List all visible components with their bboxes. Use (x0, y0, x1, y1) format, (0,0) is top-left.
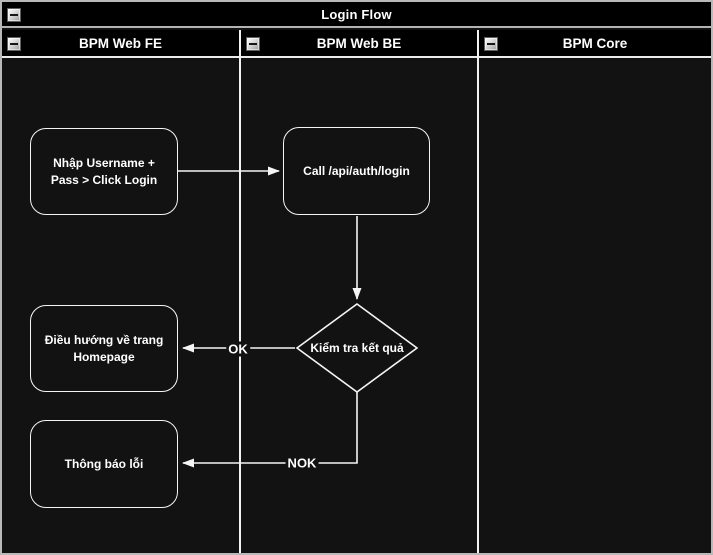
node-label: Nhập Username + Pass > Click Login (50, 156, 158, 187)
node-input-credentials[interactable]: Nhập Username + Pass > Click Login (30, 128, 178, 215)
node-redirect-homepage[interactable]: Điều hướng về trang Homepage (30, 305, 178, 392)
node-call-api-login[interactable]: Call /api/auth/login (283, 127, 430, 215)
minus-icon (10, 43, 18, 45)
edge-label-nok[interactable]: NOK (285, 455, 319, 471)
collapse-lane-be-button[interactable] (246, 37, 260, 51)
check-node-shape[interactable] (295, 303, 419, 393)
lane-divider (239, 30, 241, 553)
lane-label: BPM Web FE (78, 35, 162, 51)
node-label: Call /api/auth/login (303, 163, 410, 178)
pool-title: Login Flow (321, 6, 392, 22)
node-label: Thông báo lỗi (64, 456, 144, 471)
lane-header-bpm-core[interactable]: BPM Core (479, 30, 711, 58)
lane-header-bpm-web-be[interactable]: BPM Web BE (241, 30, 477, 58)
lane-label: BPM Core (562, 35, 628, 51)
node-label: Kiểm tra kết quả (310, 341, 404, 355)
minus-icon (249, 43, 257, 45)
lane-divider (477, 30, 479, 553)
node-check-result[interactable]: Kiểm tra kết quả (297, 304, 417, 392)
lane-label: BPM Web BE (316, 35, 402, 51)
collapse-lane-fe-button[interactable] (7, 37, 21, 51)
edge-label-ok[interactable]: OK (226, 341, 250, 357)
node-label: Điều hướng về trang Homepage (44, 333, 164, 364)
collapse-lane-core-button[interactable] (484, 37, 498, 51)
minus-icon (10, 14, 18, 16)
minus-icon (487, 43, 495, 45)
pool-titlebar[interactable]: Login Flow (2, 2, 711, 28)
edge-check-to-error[interactable] (182, 392, 358, 468)
node-error-message[interactable]: Thông báo lỗi (30, 420, 178, 508)
lane-header-bpm-web-fe[interactable]: BPM Web FE (2, 30, 239, 58)
collapse-pool-button[interactable] (7, 8, 21, 22)
